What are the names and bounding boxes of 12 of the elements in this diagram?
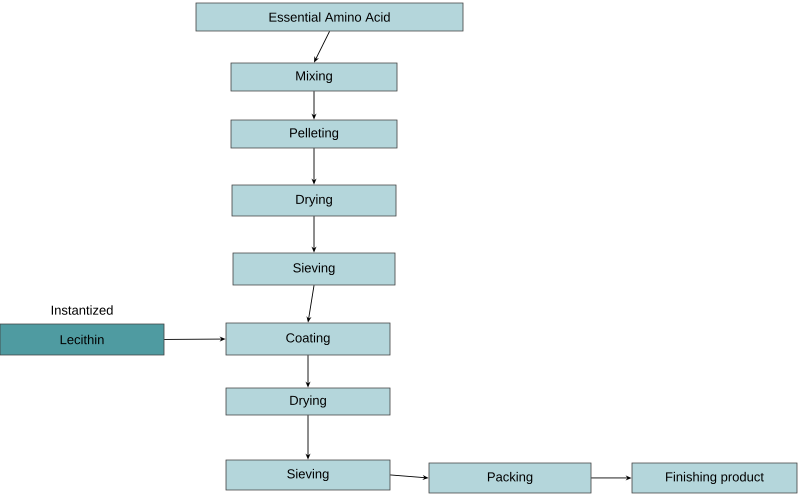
process-box: Essential Amino Acid [196, 2, 464, 32]
process-box: Sieving [226, 460, 390, 490]
process-box: Coating [226, 322, 390, 356]
process-box: Packing [428, 462, 592, 494]
process-box: Finishing product [632, 462, 798, 494]
process-box: Drying [226, 388, 390, 416]
process-box: Drying [232, 184, 396, 216]
process-box: Mixing [230, 62, 398, 92]
process-box: Sieving [232, 252, 396, 286]
process-box: Lecithin [0, 324, 164, 356]
node-caption: Instantized [52, 305, 113, 315]
process-box: Pelleting [230, 120, 398, 148]
